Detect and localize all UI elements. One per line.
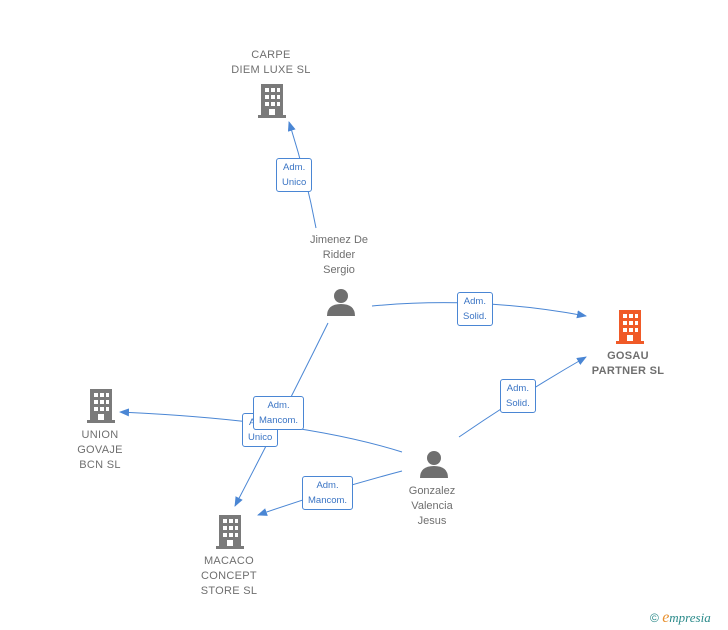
label-line: CONCEPT (201, 570, 257, 582)
edge-label-line: Mancom. (259, 415, 299, 426)
edge-label-line: Mancom. (308, 495, 348, 506)
edge-label-jimenez-carpe[interactable]: Adm. Unico (276, 158, 313, 192)
edge-label-line: Solid. (506, 398, 530, 409)
node-label-gonzalez[interactable]: Gonzalez Valencia Jesus (409, 484, 455, 529)
node-label-union[interactable]: UNION GOVAJE BCN SL (77, 428, 123, 473)
edge-label-gonzalez-union[interactable]: Adm. Mancom. (253, 396, 305, 430)
building-icon[interactable] (87, 389, 115, 423)
edge-label-line: Solid. (463, 311, 487, 322)
label-line: Valencia (411, 500, 453, 512)
label-line: Jimenez De (309, 234, 369, 246)
node-label-macaco[interactable]: MACACO CONCEPT STORE SL (201, 554, 258, 599)
edge-label-line: Adm. (463, 296, 486, 307)
label-line: PARTNER SL (591, 365, 665, 377)
building-icon[interactable] (216, 515, 244, 549)
brand-initial: e (662, 609, 670, 626)
label-line: MACACO (203, 555, 255, 567)
label-line: Sergio (323, 264, 355, 276)
copyright-symbol: © (650, 611, 659, 625)
node-label-gosau[interactable]: GOSAU PARTNER SL (592, 349, 664, 379)
label-line: BCN SL (79, 459, 121, 471)
edge-label-gonzalez-macaco[interactable]: Adm. Mancom. (302, 476, 354, 510)
edge-label-line: Unico (248, 432, 273, 443)
node-label-carpe[interactable]: CARPE DIEM LUXE SL (231, 48, 310, 78)
edge-label-line: Adm. (267, 400, 290, 411)
label-line: Ridder (322, 249, 356, 261)
label-line: STORE SL (200, 585, 258, 597)
building-icon[interactable] (258, 84, 288, 118)
edge-label-gonzalez-gosau[interactable]: Adm. Solid. (500, 379, 536, 413)
edge-label-line: Unico (282, 177, 307, 188)
building-focus-icon[interactable] (616, 310, 644, 344)
empresia-watermark: © empresia (650, 609, 711, 627)
edge-label-line: Adm. (506, 383, 529, 394)
label-line: CARPE (251, 49, 291, 61)
label-line: GOVAJE (77, 444, 123, 456)
label-line: Jesus (417, 515, 447, 527)
node-label-jimenez[interactable]: Jimenez De Ridder Sergio (310, 233, 368, 278)
edge-label-line: Adm. (316, 480, 339, 491)
label-line: UNION (81, 429, 119, 441)
edge-label-jimenez-gosau[interactable]: Adm. Solid. (457, 292, 493, 326)
person-icon[interactable] (420, 451, 448, 478)
brand-name: mpresia (669, 610, 711, 625)
label-line: DIEM LUXE SL (231, 64, 311, 76)
edge-label-line: Adm. (283, 162, 306, 173)
label-line: GOSAU (607, 350, 649, 362)
label-line: Gonzalez (408, 485, 456, 497)
person-icon[interactable] (327, 289, 355, 316)
